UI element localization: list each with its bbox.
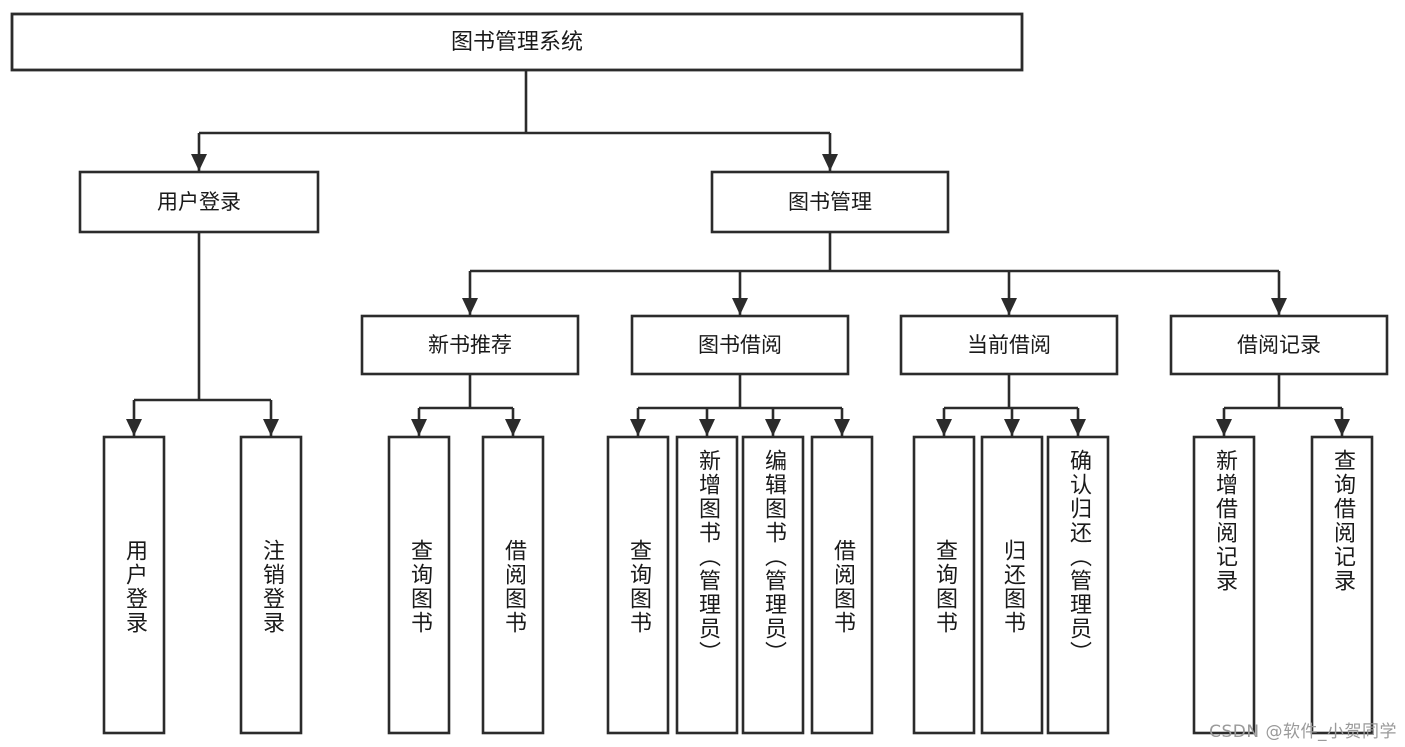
arrow-head-icon xyxy=(1070,419,1086,436)
level2-node-label-1: 图书借阅 xyxy=(698,333,782,357)
level2-node-label-3: 借阅记录 xyxy=(1237,333,1321,357)
leaf-node-box-4[interactable] xyxy=(606,435,670,735)
arrow-head-icon xyxy=(1004,419,1020,436)
level2-node-box-3[interactable] xyxy=(1169,314,1389,376)
leaf-node-box-8[interactable] xyxy=(912,435,976,735)
arrow-head-icon xyxy=(263,419,279,436)
connector-layer xyxy=(126,70,1350,436)
leaf-node-box-3[interactable] xyxy=(481,435,545,735)
leaf-node-box-0[interactable] xyxy=(102,435,166,735)
leaf-node-box-1[interactable] xyxy=(239,435,303,735)
level1-node-box-0[interactable] xyxy=(78,170,320,234)
watermark: CSDN @软件_小贺同学 xyxy=(1209,722,1397,742)
arrow-head-icon xyxy=(126,419,142,436)
leaf-node-box-11[interactable] xyxy=(1192,435,1256,735)
level2-node-box-0[interactable] xyxy=(360,314,580,376)
leaf-node-box-6[interactable] xyxy=(741,435,805,735)
arrow-head-icon xyxy=(822,154,838,171)
box-layer xyxy=(10,12,1389,735)
root-node-label: 图书管理系统 xyxy=(451,30,583,55)
leaf-node-box-2[interactable] xyxy=(387,435,451,735)
leaf-node-box-5[interactable] xyxy=(675,435,739,735)
level1-node-label-1: 图书管理 xyxy=(788,190,872,214)
leaf-node-box-7[interactable] xyxy=(810,435,874,735)
level1-node-label-0: 用户登录 xyxy=(157,190,241,214)
arrow-head-icon xyxy=(411,419,427,436)
arrow-head-icon xyxy=(1216,419,1232,436)
arrow-head-icon xyxy=(699,419,715,436)
arrow-head-icon xyxy=(1001,298,1017,315)
leaf-node-box-12[interactable] xyxy=(1310,435,1374,735)
arrow-head-icon xyxy=(936,419,952,436)
level2-node-box-2[interactable] xyxy=(899,314,1119,376)
arrow-head-icon xyxy=(834,419,850,436)
arrow-head-icon xyxy=(630,419,646,436)
leaf-node-box-10[interactable] xyxy=(1046,435,1110,735)
arrow-head-icon xyxy=(765,419,781,436)
arrow-head-icon xyxy=(732,298,748,315)
arrow-head-icon xyxy=(191,154,207,171)
arrow-head-icon xyxy=(1334,419,1350,436)
leaf-node-box-9[interactable] xyxy=(980,435,1044,735)
arrow-head-icon xyxy=(462,298,478,315)
arrow-head-icon xyxy=(1271,298,1287,315)
level2-node-box-1[interactable] xyxy=(630,314,850,376)
arrow-head-icon xyxy=(505,419,521,436)
root-node-box[interactable] xyxy=(10,12,1024,72)
level2-node-label-2: 当前借阅 xyxy=(967,333,1051,357)
level2-node-label-0: 新书推荐 xyxy=(428,333,512,357)
level1-node-box-1[interactable] xyxy=(710,170,950,234)
